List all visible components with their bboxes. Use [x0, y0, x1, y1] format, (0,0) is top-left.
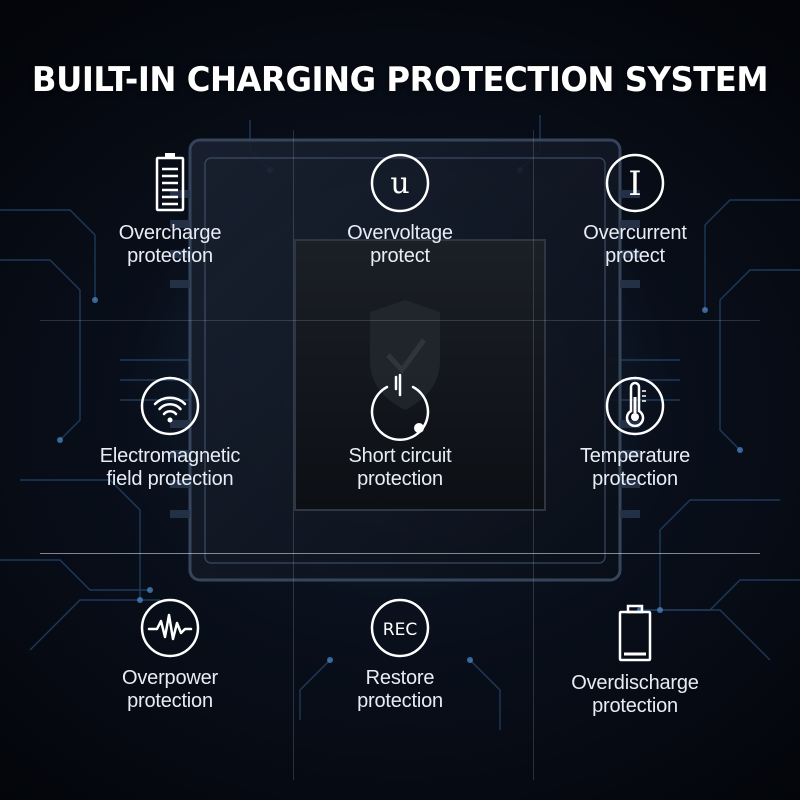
grid-divider [293, 130, 294, 780]
feature-label: Overcurrent protect [583, 222, 687, 267]
pulse-wave-icon [137, 595, 203, 661]
feature-label: Electromagnetic field protection [99, 445, 241, 490]
feature-overvoltage: u Overvoltage protect [280, 150, 520, 380]
current-i-icon: I [602, 150, 668, 216]
feature-label: Overvoltage protect [347, 222, 453, 267]
wifi-signal-icon [137, 373, 203, 439]
feature-temperature: Temperature protection [515, 373, 755, 603]
grid-divider [40, 553, 760, 554]
voltage-symbol: u [390, 166, 409, 201]
voltage-u-icon: u [367, 150, 433, 216]
rec-symbol: REC [383, 620, 417, 640]
feature-label: Overdischarge protection [571, 672, 699, 717]
current-symbol: I [628, 164, 641, 204]
feature-label: Restore protection [357, 667, 443, 712]
battery-low-icon [602, 600, 668, 666]
grid-divider [533, 130, 534, 780]
thermometer-icon [602, 373, 668, 439]
battery-full-icon [137, 150, 203, 216]
feature-label: Short circuit protection [348, 445, 452, 490]
feature-restore: REC Restore protection [280, 595, 520, 800]
grid-divider [40, 320, 760, 321]
rec-icon: REC [367, 595, 433, 661]
feature-label: Overcharge protection [118, 222, 222, 267]
feature-overpower: Overpower protection [50, 595, 290, 800]
feature-electromagnetic: Electromagnetic field protection [50, 373, 290, 603]
page-title: BUILT-IN CHARGING PROTECTION SYSTEM [31, 60, 769, 100]
feature-overdischarge: Overdischarge protection [515, 600, 755, 800]
feature-overcurrent: I Overcurrent protect [515, 150, 755, 380]
feature-label: Temperature protection [579, 445, 691, 490]
power-icon [367, 373, 433, 442]
feature-overcharge: Overcharge protection [50, 150, 290, 380]
feature-label: Overpower protection [121, 667, 218, 712]
feature-short-circuit: Short circuit protection [280, 373, 520, 603]
